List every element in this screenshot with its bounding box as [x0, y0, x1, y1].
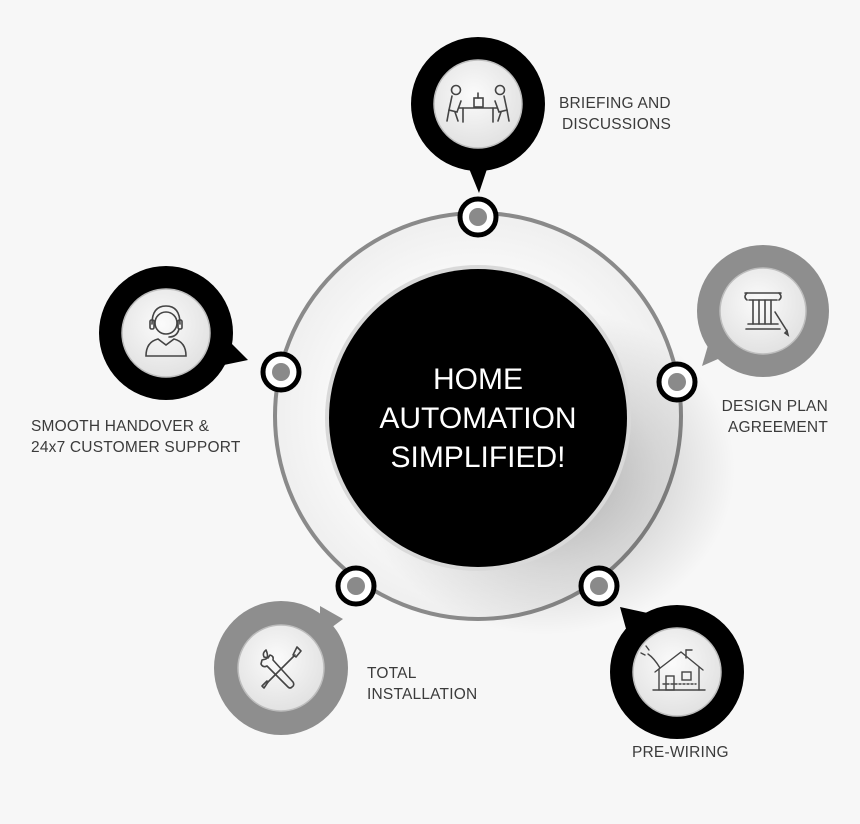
badge-design [697, 245, 829, 377]
label-briefing: BRIEFING AND DISCUSSIONS [559, 93, 671, 135]
ring-node-prewiring [578, 565, 620, 607]
center-title-line1: HOME [433, 363, 523, 396]
ring-node-installation [335, 565, 377, 607]
label-design: DESIGN PLAN AGREEMENT [700, 396, 828, 438]
label-installation-line1: TOTAL [367, 665, 417, 682]
center-title-line3: SIMPLIFIED! [390, 441, 566, 474]
label-installation-line2: INSTALLATION [367, 686, 478, 703]
label-design-line1: DESIGN PLAN [721, 398, 828, 415]
tools-icon [260, 646, 302, 689]
center-title: HOME AUTOMATION SIMPLIFIED! [328, 360, 628, 477]
pillar-blueprint-icon [744, 292, 790, 337]
badge-support [99, 266, 248, 400]
label-support-line2: 24x7 CUSTOMER SUPPORT [31, 439, 241, 456]
headset-support-icon [145, 305, 187, 357]
ring-node-briefing [457, 196, 499, 238]
meeting-icon [446, 84, 510, 123]
center-disc [329, 269, 627, 567]
badge-installation [214, 601, 348, 735]
label-prewiring-line1: PRE-WIRING [632, 744, 729, 761]
label-briefing-line2: DISCUSSIONS [562, 116, 671, 133]
badge-briefing [411, 37, 545, 193]
ring-node-design [656, 361, 698, 403]
label-prewiring: PRE-WIRING [632, 742, 729, 763]
label-support-line1: SMOOTH HANDOVER & [31, 418, 210, 435]
label-design-line2: AGREEMENT [728, 419, 828, 436]
label-briefing-line1: BRIEFING AND [559, 95, 671, 112]
label-support: SMOOTH HANDOVER & 24x7 CUSTOMER SUPPORT [31, 416, 240, 458]
label-installation: TOTAL INSTALLATION [367, 663, 477, 705]
center-title-line2: AUTOMATION [379, 402, 577, 435]
house-wiring-icon [640, 645, 706, 691]
badge-prewiring [610, 605, 744, 739]
ring-node-support [260, 351, 302, 393]
